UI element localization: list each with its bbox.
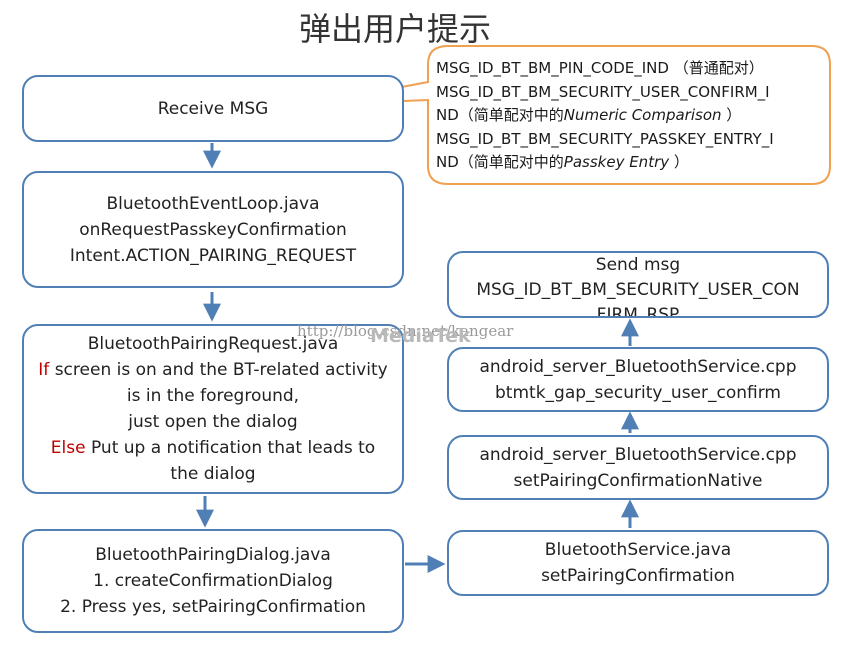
- watermark-brand: MediaTek: [370, 325, 471, 347]
- box-gap-security-cpp: android_server_BluetoothService.cpp btmt…: [447, 347, 829, 412]
- box-line: android_server_BluetoothService.cpp: [479, 444, 797, 465]
- box-line: 2. Press yes, setPairingConfirmation: [60, 597, 366, 617]
- box-line: onRequestPasskeyConfirmation: [79, 219, 347, 240]
- watermark-url: http://blog.csdn.net/kangear: [297, 322, 514, 340]
- callout-text: ND（简单配对中的: [436, 106, 564, 124]
- callout-message-list: MSG_ID_BT_BM_PIN_CODE_IND （普通配对） MSG_ID_…: [436, 57, 822, 175]
- box-line: BluetoothPairingDialog.java: [95, 545, 331, 565]
- diagram-title: 弹出用户提示: [298, 10, 491, 48]
- callout-italic: Numeric Comparison: [563, 106, 722, 124]
- box-line: just open the dialog: [128, 412, 298, 432]
- else-clause: Else Put up a notification that leads to…: [38, 435, 388, 487]
- box-send-msg: Send msg MSG_ID_BT_BM_SECURITY_USER_CON …: [447, 251, 829, 318]
- callout-line: MSG_ID_BT_BM_SECURITY_USER_CONFIRM_I: [436, 82, 770, 101]
- box-line: MSG_ID_BT_BM_SECURITY_USER_CON: [476, 280, 800, 300]
- box-line: Intent.ACTION_PAIRING_REQUEST: [69, 245, 357, 266]
- callout-text: ND（简单配对中的: [436, 153, 564, 171]
- callout-italic: Passkey Entry: [563, 153, 670, 171]
- box-line: android_server_BluetoothService.cpp: [479, 356, 797, 377]
- box-line: FIRM_RSP: [596, 305, 680, 318]
- callout-line: MSG_ID_BT_BM_PIN_CODE_IND （普通配对）: [436, 59, 764, 77]
- callout-text: ）: [669, 153, 689, 171]
- box-bluetooth-event-loop: BluetoothEventLoop.java onRequestPasskey…: [22, 171, 404, 288]
- box-line: btmtk_gap_security_user_confirm: [495, 382, 781, 403]
- box-line: 1. createConfirmationDialog: [93, 571, 333, 591]
- box-line: Receive MSG: [157, 98, 269, 119]
- if-text: screen is on and the BT-related activity…: [49, 360, 388, 406]
- box-bluetooth-service-java: BluetoothService.java setPairingConfirma…: [447, 530, 829, 596]
- box-native-cpp: android_server_BluetoothService.cpp setP…: [447, 435, 829, 500]
- box-line: BluetoothEventLoop.java: [106, 193, 320, 214]
- callout-bubble: [305, 45, 831, 185]
- box-line: setPairingConfirmation: [541, 566, 735, 586]
- callout-line: MSG_ID_BT_BM_SECURITY_PASSKEY_ENTRY_I: [436, 129, 774, 148]
- if-clause: If screen is on and the BT-related activ…: [38, 357, 388, 409]
- callout-line: ND（简单配对中的Passkey Entry ）: [436, 151, 822, 175]
- box-line: Send msg: [595, 255, 681, 275]
- callout-text: ）: [721, 106, 742, 124]
- else-keyword: Else: [50, 438, 86, 458]
- box-receive-msg: Receive MSG: [22, 75, 404, 142]
- box-bluetooth-pairing-request: BluetoothPairingRequest.java If screen i…: [22, 324, 404, 494]
- box-bluetooth-pairing-dialog: BluetoothPairingDialog.java 1. createCon…: [22, 529, 404, 633]
- box-line: BluetoothPairingRequest.java: [87, 334, 339, 354]
- else-text: Put up a notification that leads to the …: [85, 438, 376, 484]
- box-line: setPairingConfirmationNative: [513, 470, 763, 491]
- box-line: BluetoothService.java: [544, 540, 732, 560]
- if-keyword: If: [38, 360, 50, 380]
- callout-line: ND（简单配对中的Numeric Comparison ）: [436, 104, 822, 128]
